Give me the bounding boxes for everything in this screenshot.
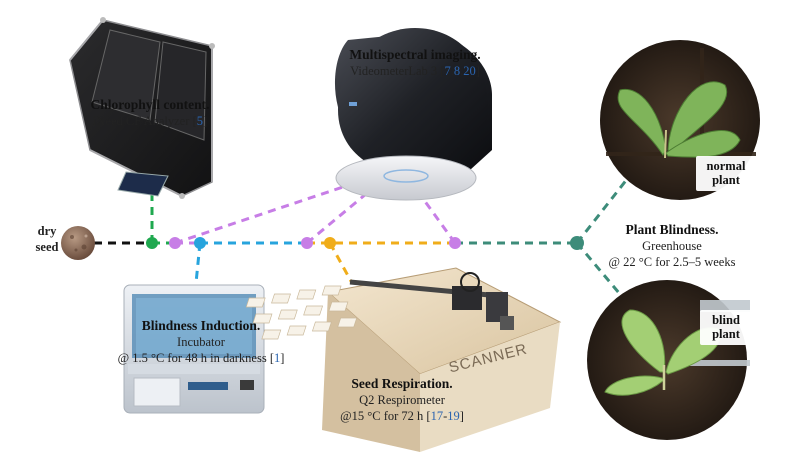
node-green bbox=[146, 237, 158, 249]
ref-link[interactable]: 19 bbox=[447, 408, 460, 423]
seed-respiration-cond: @15 °C for 72 h [17-19] bbox=[340, 408, 464, 423]
chlorophyll-sub: iXeed CF Analyzer [5] bbox=[92, 113, 208, 128]
line-violet-up-right bbox=[422, 199, 457, 244]
blindness-induction-cond: @ 1.5 °C for 48 h in darkness [1] bbox=[117, 350, 285, 365]
multispectral-label: Multispectral imaging. VideometerLab 3 [… bbox=[322, 47, 508, 80]
dry-seed-line1: dry bbox=[37, 224, 57, 238]
ref-link[interactable]: 20 bbox=[463, 63, 476, 78]
node-orange bbox=[324, 237, 336, 249]
seed-respiration-title: Seed Respiration. bbox=[351, 376, 453, 391]
blindness-induction-label: Blindness Induction. Incubator @ 1.5 °C … bbox=[96, 318, 306, 366]
blind-plant-tag: blind plant bbox=[700, 310, 752, 345]
node-violet-1 bbox=[169, 237, 181, 249]
node-violet-2 bbox=[301, 237, 313, 249]
blind-plant-image bbox=[587, 280, 750, 440]
cf-analyzer-image bbox=[69, 17, 215, 199]
plant-blindness-sub: Greenhouse bbox=[642, 238, 702, 253]
multispectral-sub: VideometerLab 3 [7,8,20] bbox=[350, 63, 480, 78]
plant-blindness-cond: @ 22 °C for 2.5–5 weeks bbox=[608, 254, 736, 269]
line-orange-v bbox=[328, 242, 354, 284]
connector-lines bbox=[80, 159, 644, 313]
dry-seed-image bbox=[61, 226, 95, 260]
node-violet-3 bbox=[449, 237, 461, 249]
seed-respiration-sub: Q2 Respirometer bbox=[359, 392, 445, 407]
seed-respiration-label: Seed Respiration. Q2 Respirometer @15 °C… bbox=[322, 376, 482, 424]
multispectral-title: Multispectral imaging. bbox=[349, 47, 481, 62]
dry-seed-label: dry seed bbox=[30, 224, 64, 255]
blindness-induction-sub: Incubator bbox=[177, 334, 225, 349]
plant-blindness-label: Plant Blindness. Greenhouse @ 22 °C for … bbox=[592, 222, 752, 270]
chlorophyll-label: Chlorophyll content. iXeed CF Analyzer [… bbox=[62, 97, 238, 130]
line-blue-v bbox=[194, 242, 202, 284]
line-violet-up-mid bbox=[306, 192, 367, 245]
respirometer-image bbox=[245, 267, 562, 452]
ref-link[interactable]: 8 bbox=[453, 63, 461, 78]
dry-seed-line2: seed bbox=[35, 239, 59, 254]
ref-link[interactable]: 7 bbox=[444, 63, 451, 78]
node-blue bbox=[194, 237, 206, 249]
line-violet-up-left bbox=[174, 182, 353, 245]
videometer-image bbox=[334, 28, 492, 201]
chlorophyll-title: Chlorophyll content. bbox=[90, 97, 210, 112]
ref-link[interactable]: 1 bbox=[274, 350, 281, 365]
junction-nodes bbox=[146, 236, 584, 250]
ref-link[interactable]: 17 bbox=[430, 408, 444, 423]
plant-blindness-title: Plant Blindness. bbox=[625, 222, 719, 237]
normal-plant-tag: normal plant bbox=[696, 156, 756, 191]
incubator-image bbox=[123, 284, 265, 414]
blindness-induction-title: Blindness Induction. bbox=[141, 318, 261, 333]
ref-link[interactable]: 5 bbox=[196, 113, 203, 128]
node-teal bbox=[570, 236, 584, 250]
